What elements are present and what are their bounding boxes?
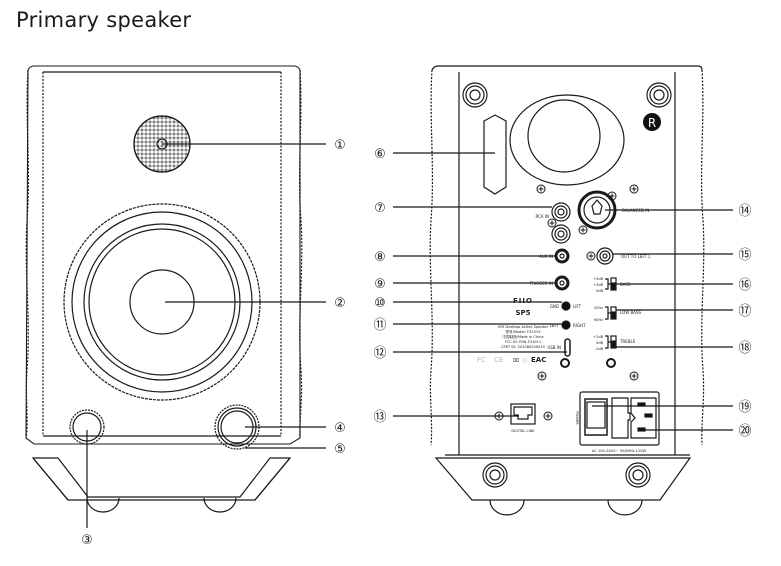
base-screw-left (482, 462, 508, 488)
diagram-title: Primary speaker (16, 8, 192, 32)
callout-10: ⑩ (374, 296, 386, 311)
gnd-lift-toggle (561, 301, 571, 311)
treble-option-2: -2dB (595, 347, 604, 351)
rear-top-edge (431, 65, 703, 71)
lower-screw-left (560, 358, 570, 368)
label-right: RIGHT (573, 323, 586, 328)
callout-12: ⑫ (373, 346, 386, 361)
bass-port (509, 94, 625, 186)
front-base-bevel-left (32, 457, 69, 501)
cert-mark-ce: CE (494, 356, 503, 364)
callout-16: ⑯ (738, 278, 751, 293)
r-badge (643, 113, 661, 131)
label-left: LEFT (550, 323, 560, 328)
front-cabinet-left-edge (25, 69, 30, 439)
treble-dip-switch (605, 335, 617, 349)
aux-in-jack (554, 248, 570, 264)
front-base-bevel-right (254, 457, 291, 501)
rca-in-jacks (551, 202, 571, 244)
callout-8: ⑧ (374, 250, 386, 265)
bass-option-2: 0dB (596, 289, 603, 293)
label-power: POWER (575, 411, 579, 425)
power-module (579, 391, 660, 446)
handle (483, 114, 507, 195)
cert-mark-rohs: ◎ (522, 357, 527, 364)
usb-c-port (564, 338, 571, 357)
callout-7: ⑦ (374, 201, 386, 216)
label-bass: BASS (620, 282, 631, 287)
callout-20: ⑳ (738, 424, 751, 439)
label-low-bass: LOW BASS (620, 310, 641, 315)
rear-cabinet-right-edge (700, 69, 705, 446)
top-screw-right (646, 82, 672, 108)
top-screw-left (462, 82, 488, 108)
callout-15: ⑮ (738, 248, 751, 263)
bass-option-0: +5dB (593, 277, 603, 281)
label-lift: LIFT (573, 304, 582, 309)
callout-14: ⑭ (738, 204, 751, 219)
info-line-2: 型号/Model: F31515 (505, 329, 540, 334)
label-balanced-in: BALANCED IN (622, 208, 649, 213)
callout-19: ⑲ (738, 400, 751, 415)
front-foot-left (86, 497, 120, 513)
callout-2: ② (334, 296, 346, 311)
callout-9: ⑨ (374, 277, 386, 292)
low-bass-option-0: 50Hz (594, 306, 603, 310)
callout-18: ⑱ (738, 341, 751, 356)
cert-mark-fc: FC (477, 356, 486, 364)
cert-mark-eac: EAC (531, 356, 546, 364)
callout-17: ⑰ (738, 304, 751, 319)
callout-3: ③ (81, 533, 93, 548)
label-out-to-left: OUT TO LEFT L (621, 254, 651, 259)
callout-11: ⑪ (373, 318, 386, 333)
trigger-in-jack (554, 275, 570, 291)
base-screw-right (625, 462, 651, 488)
callout-6: ⑥ (374, 147, 386, 162)
out-to-left-jack (596, 247, 614, 265)
label-trigger-in: TRIGGER IN (529, 281, 553, 286)
front-base (31, 457, 292, 501)
treble-option-0: +2dB (593, 335, 603, 339)
digital-link-port (510, 403, 536, 425)
model-name: SP5 (515, 309, 530, 317)
callout-5: ⑤ (334, 442, 346, 457)
rear-base (434, 457, 692, 501)
label-ac-rating: AC 100-240V~ 50/60Hz 120W (592, 449, 647, 453)
label-rca-in: RCA IN (535, 214, 549, 219)
rear-foot-right (607, 499, 643, 516)
r-badge-label: R (648, 116, 656, 130)
callout-4: ④ (334, 421, 346, 436)
info-line-1: HiFi Desktop Active Speaker (498, 325, 549, 329)
info-line-3: 中国制造/Made in China (502, 334, 543, 339)
front-foot-right (203, 497, 237, 513)
info-line-4: FCC ID: R56-F31011 (505, 340, 541, 344)
info-line-5: CERT ID: 24108020001S (501, 345, 546, 349)
rear-foot-left (489, 499, 525, 516)
front-speaker (25, 65, 326, 528)
treble-option-1: 0dB (596, 341, 603, 345)
left-right-toggle (561, 320, 571, 330)
rear-cabinet-left-edge (429, 69, 434, 446)
lower-screw-right (606, 358, 616, 368)
bass-option-1: +3dB (593, 283, 603, 287)
label-gnd: GND (550, 304, 559, 309)
bass-dip-switch (605, 277, 617, 291)
label-treble: TREBLE (619, 339, 636, 344)
label-usb-in: USB IN (547, 345, 561, 350)
rear-speaker: R (393, 65, 733, 516)
cert-mark-weee: ⌧ (513, 358, 519, 364)
callout-1: ① (334, 138, 346, 153)
power-rocker-switch (584, 398, 608, 436)
label-digital-link: DIGITAL LINK (511, 429, 535, 433)
low-bass-dip-switch (605, 306, 617, 320)
callout-13: ⑬ (373, 410, 386, 425)
low-bass-option-1: 60Hz (594, 318, 603, 322)
brand-logo: FIIO (513, 297, 533, 305)
label-aux-in: AUX IN (539, 254, 553, 259)
front-cabinet-right-edge (298, 69, 303, 439)
